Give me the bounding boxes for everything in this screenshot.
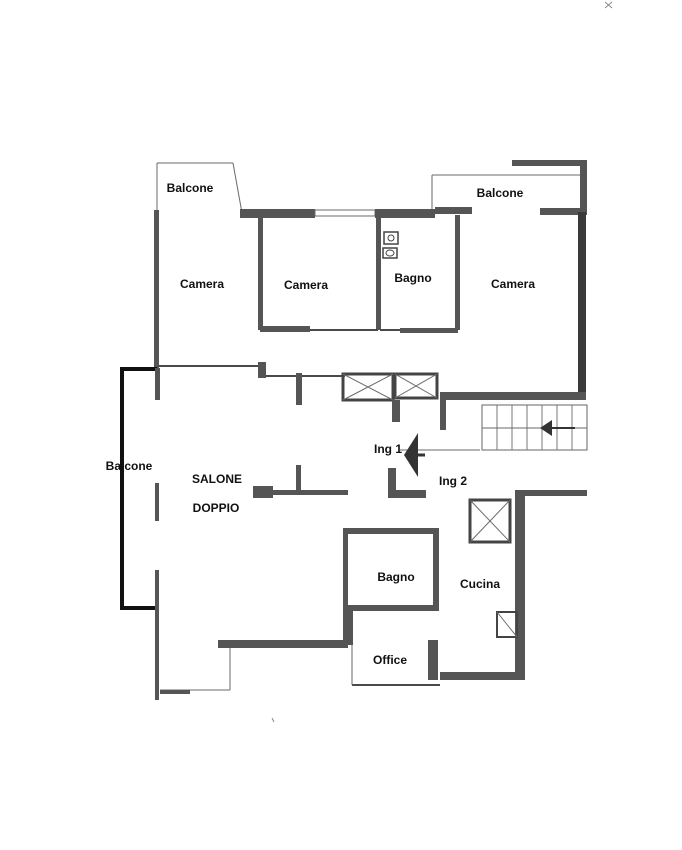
salone-label-line2: DOPPIO: [192, 501, 240, 515]
scan-noise: [271, 1, 613, 723]
bedroom-partitions: [258, 215, 460, 333]
entrance-arrow-icon: [404, 433, 425, 477]
ingresso-1-label: Ing 1: [373, 442, 403, 456]
kitchen-hood: [468, 498, 512, 544]
ingresso-2-label: Ing 2: [438, 474, 468, 488]
office-label: Office: [372, 653, 408, 667]
camera-2-label: Camera: [283, 278, 329, 292]
balcone-w-rail: [120, 367, 157, 610]
east-wall-bottom: [440, 392, 586, 400]
balcone-nw-area: [156, 162, 243, 214]
stairs-arrow-icon: [540, 420, 575, 436]
camera-3-label: Camera: [490, 277, 536, 291]
balcone-w-label: Balcone: [105, 459, 153, 473]
wardrobe-2: [393, 372, 439, 400]
camera-1-label: Camera: [179, 277, 225, 291]
salone-west-wall: [155, 368, 160, 700]
bagno-1-label: Bagno: [394, 271, 432, 285]
salone-divider: [253, 465, 348, 498]
salone-label-line1: SALONE: [191, 472, 243, 486]
bagno-2-label: Bagno: [377, 570, 415, 584]
sink-icon: [383, 231, 399, 245]
salone-south-wall: [160, 640, 348, 694]
balcone-ne-area: [431, 160, 587, 215]
east-wall: [578, 212, 586, 397]
west-wall-upper: [154, 210, 159, 370]
cucina-label: Cucina: [459, 577, 501, 591]
kitchen-sink: [496, 611, 518, 638]
office-walls: [343, 605, 440, 686]
north-wall: [240, 207, 585, 218]
balcone-nw-label: Balcone: [166, 181, 214, 195]
cucina-walls: [440, 490, 587, 680]
corridor-wall: [158, 362, 345, 405]
kitchen-sink-diagonal: [496, 611, 518, 638]
balcone-ne-label: Balcone: [476, 186, 524, 200]
bagno-2-walls: [343, 528, 439, 611]
toilet-icon: [382, 247, 398, 259]
wardrobe-1: [341, 372, 395, 402]
